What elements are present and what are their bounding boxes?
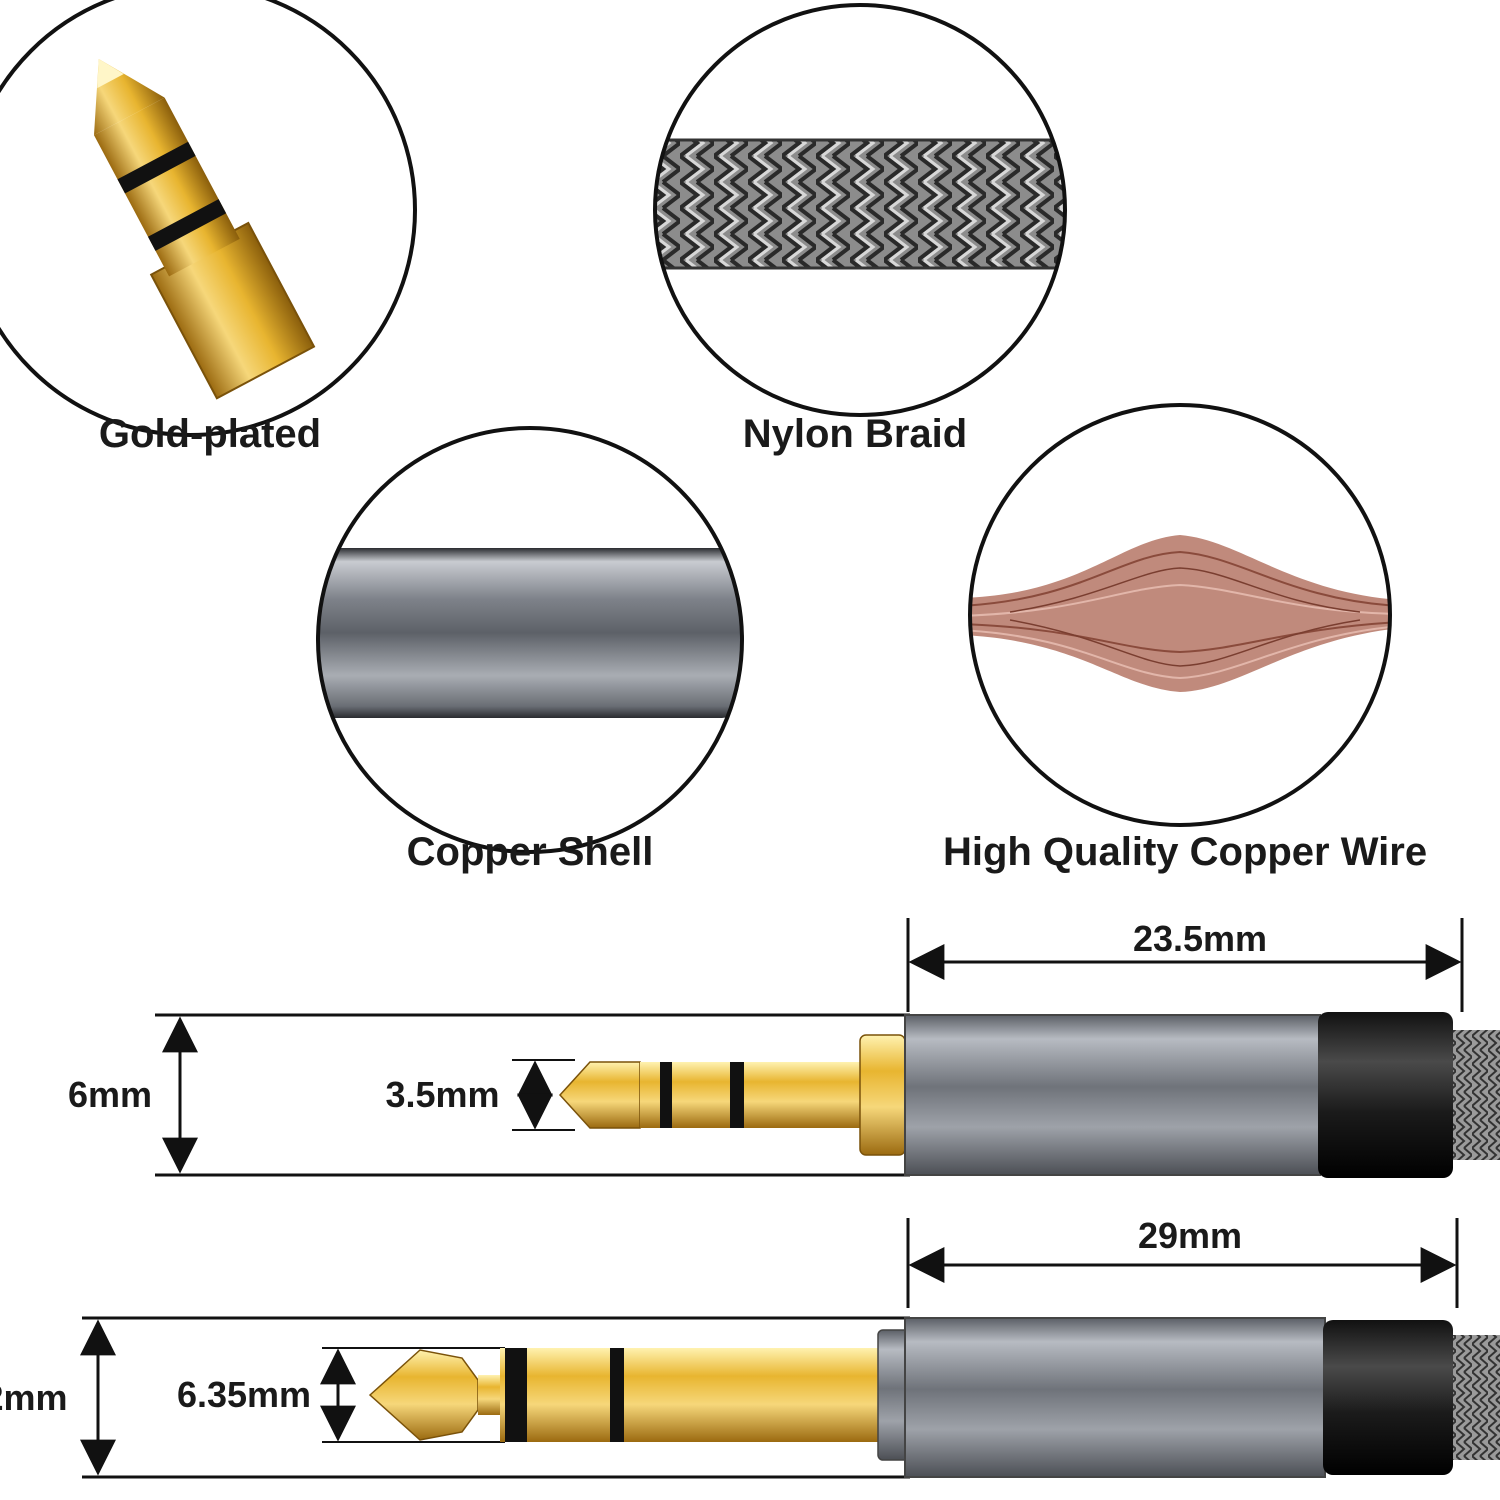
gold-plug-closeup-icon xyxy=(93,58,316,400)
gold-plated-circle xyxy=(0,0,417,437)
plug-3-5mm-diagram xyxy=(155,918,1500,1178)
plug-6-35mm-tip-diameter-label: 6.35mm xyxy=(176,1374,312,1415)
copper-wire-label: High Quality Copper Wire xyxy=(942,830,1428,874)
plug-3-5mm-length-label: 23.5mm xyxy=(1132,918,1268,959)
plug-6-35mm-outer-diameter-label: 2mm xyxy=(0,1377,68,1418)
plug-3-5mm-tip-diameter-label: 3.5mm xyxy=(385,1074,500,1115)
copper-shell-label: Copper Shell xyxy=(406,830,654,874)
plug-6-35mm-diagram xyxy=(80,1218,1500,1479)
copper-shell-circle xyxy=(316,426,744,854)
metal-housing xyxy=(904,1014,1321,1176)
copper-wire-circle xyxy=(968,403,1392,827)
copper-strands-icon xyxy=(970,535,1390,692)
nylon-braid-label: Nylon Braid xyxy=(742,412,968,456)
plug-6-35mm-length-label: 29mm xyxy=(1137,1215,1243,1256)
metal-housing xyxy=(904,1317,1326,1478)
plug-3-5mm-outer-diameter-label: 6mm xyxy=(67,1074,153,1115)
metal-shell-texture-icon xyxy=(318,548,740,718)
nylon-braid-circle xyxy=(653,3,1067,417)
braid-texture-icon xyxy=(655,140,1065,268)
gold-plated-label: Gold-plated xyxy=(98,412,322,456)
